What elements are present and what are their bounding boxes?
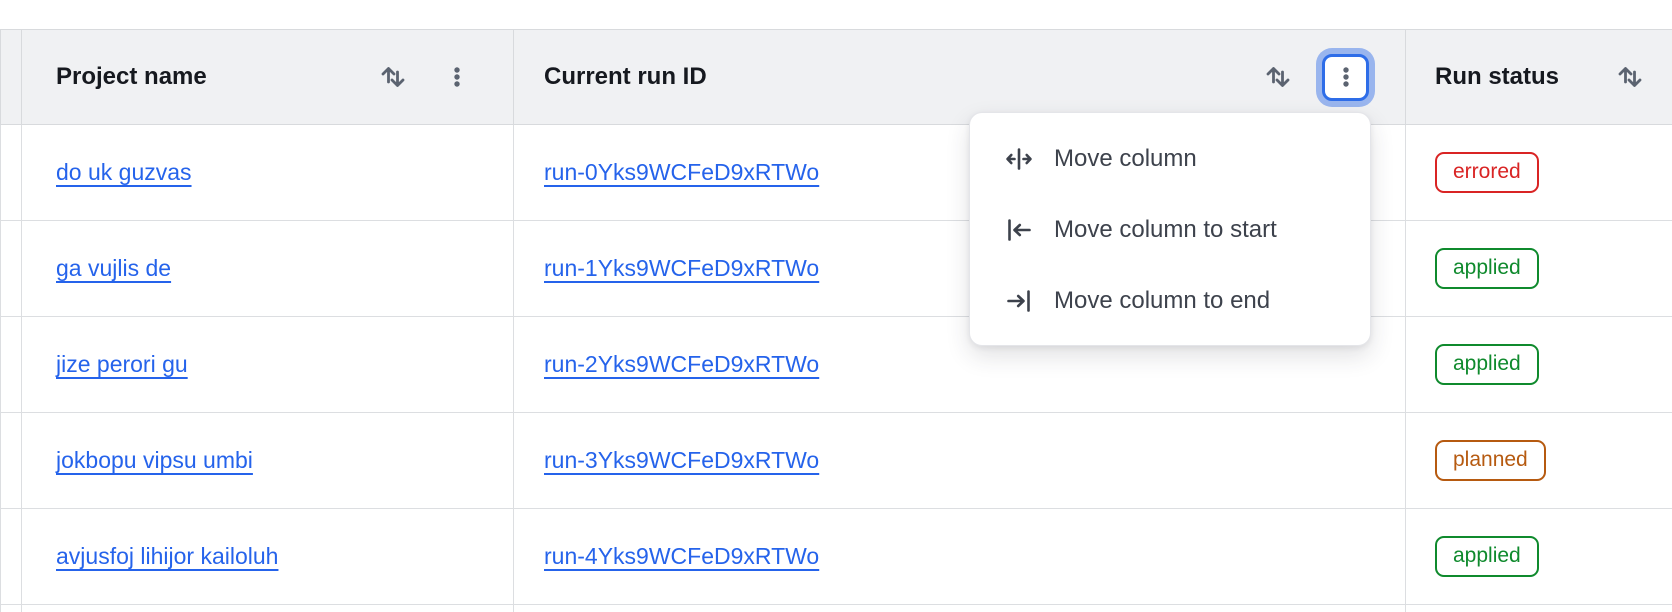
table-row: jize perori gu run-2Yks9WCFeD9xRTWo appl… [0, 317, 1672, 413]
project-link[interactable]: avjusfoj lihijor kailoluh [56, 543, 279, 569]
header-cell-run-status: Run status [1405, 30, 1672, 124]
table-row: do uk guzvas run-0Yks9WCFeD9xRTWo errore… [0, 125, 1672, 221]
menu-item-move-column[interactable]: Move column [970, 123, 1370, 194]
status-badge: errored [1435, 152, 1539, 193]
menu-item-move-column-to-start[interactable]: Move column to start [970, 194, 1370, 265]
table-row: jokbopu vipsu umbi run-3Yks9WCFeD9xRTWo … [0, 413, 1672, 509]
current-run-id-column-menu-button[interactable] [1322, 53, 1369, 101]
column-label-project-name: Project name [56, 63, 207, 90]
sort-vertical-icon [1263, 62, 1293, 92]
menu-item-label: Move column to end [1054, 286, 1271, 314]
project-link[interactable]: ga vujlis de [56, 255, 172, 281]
sort-vertical-icon [1615, 62, 1645, 92]
move-column-to-start-icon [1004, 215, 1034, 245]
row-gutter-cell [1, 509, 22, 604]
menu-item-move-column-to-end[interactable]: Move column to end [970, 265, 1370, 336]
status-badge: applied [1435, 344, 1539, 385]
menu-item-label: Move column to start [1054, 215, 1277, 243]
table-row: avjusfoj lihijor kailoluh run-4Yks9WCFeD… [0, 509, 1672, 605]
run-id-link[interactable]: run-4Yks9WCFeD9xRTWo [544, 543, 820, 569]
project-link[interactable]: jize perori gu [56, 351, 188, 377]
sort-current-run-id-button[interactable] [1258, 57, 1298, 97]
sort-run-status-button[interactable] [1610, 57, 1650, 97]
sort-project-name-button[interactable] [373, 57, 413, 97]
table-row: ga vujlis de run-1Yks9WCFeD9xRTWo applie… [0, 221, 1672, 317]
projects-table: Project name [0, 29, 1672, 612]
menu-item-label: Move column [1054, 144, 1197, 172]
row-gutter-cell [1, 317, 22, 412]
row-gutter-cell [1, 221, 22, 316]
kebab-icon [442, 62, 472, 92]
header-cell-current-run-id: Current run ID [513, 30, 1405, 124]
row-gutter-cell [1, 413, 22, 508]
column-label-current-run-id: Current run ID [544, 63, 707, 90]
column-context-menu: Move column Move column to start Move co… [969, 112, 1371, 346]
sort-vertical-icon [378, 62, 408, 92]
table-row-partial [0, 605, 1672, 612]
table-header-row: Project name [0, 29, 1672, 125]
project-link[interactable]: do uk guzvas [56, 159, 192, 185]
status-badge: applied [1435, 536, 1539, 577]
kebab-icon [1331, 62, 1361, 92]
run-id-link[interactable]: run-0Yks9WCFeD9xRTWo [544, 159, 820, 185]
status-badge: applied [1435, 248, 1539, 289]
project-name-column-menu-button[interactable] [437, 57, 477, 97]
project-link[interactable]: jokbopu vipsu umbi [56, 447, 253, 473]
column-label-run-status: Run status [1435, 63, 1560, 90]
move-column-icon [1004, 144, 1034, 174]
run-id-link[interactable]: run-2Yks9WCFeD9xRTWo [544, 351, 820, 377]
run-id-link[interactable]: run-1Yks9WCFeD9xRTWo [544, 255, 820, 281]
move-column-to-end-icon [1004, 286, 1034, 316]
status-badge: planned [1435, 440, 1546, 481]
table-body: do uk guzvas run-0Yks9WCFeD9xRTWo errore… [0, 125, 1672, 605]
run-id-link[interactable]: run-3Yks9WCFeD9xRTWo [544, 447, 820, 473]
header-gutter-cell [1, 30, 22, 124]
row-gutter-cell [1, 125, 22, 220]
header-cell-project-name: Project name [22, 30, 513, 124]
